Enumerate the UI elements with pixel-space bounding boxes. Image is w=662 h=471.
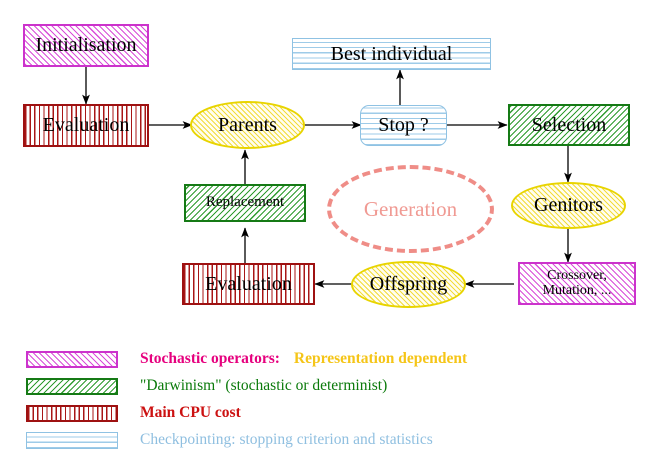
legend-row-checkpointing: Checkpointing: stopping criterion and st… — [26, 428, 636, 452]
legend-label-checkpointing: Checkpointing: stopping criterion and st… — [140, 431, 433, 448]
legend-row-stochastic-operators: Stochastic operators: Representation dep… — [26, 347, 636, 371]
legend-label-darwinism: "Darwinism" (stochastic or determinist) — [140, 377, 388, 394]
node-evaluation-top-label: Evaluation — [42, 114, 130, 136]
node-selection[interactable]: Selection — [508, 104, 630, 146]
node-best-individual[interactable]: Best individual — [292, 38, 491, 70]
legend-row-main-cpu-cost: Main CPU cost — [26, 401, 636, 425]
node-evaluation-top[interactable]: Evaluation — [23, 104, 149, 147]
node-evaluation-bottom[interactable]: Evaluation — [182, 263, 315, 305]
legend-swatch-main-cpu-cost — [26, 404, 118, 422]
node-stop[interactable]: Stop ? — [360, 105, 447, 146]
legend: Stochastic operators: Representation dep… — [26, 347, 636, 455]
legend-swatch-darwinism — [26, 377, 118, 395]
node-best-individual-label: Best individual — [330, 42, 453, 65]
node-parents-label: Parents — [218, 113, 277, 136]
node-generation: Generation — [327, 165, 494, 253]
node-genitors[interactable]: Genitors — [511, 182, 626, 229]
legend-swatch-stochastic-operators — [26, 350, 118, 368]
node-initialisation-label: Initialisation — [35, 34, 137, 56]
node-crossover-mutation-label: Crossover, Mutation, ... — [542, 267, 612, 298]
node-evaluation-bottom-label: Evaluation — [205, 272, 292, 295]
legend-label-representation-dependent: Representation dependent — [293, 350, 468, 367]
legend-swatch-checkpointing — [26, 431, 118, 449]
node-crossover-mutation[interactable]: Crossover, Mutation, ... — [518, 262, 636, 305]
node-selection-label: Selection — [531, 113, 607, 136]
node-offspring-label: Offspring — [369, 273, 448, 295]
node-genitors-label: Genitors — [534, 194, 603, 216]
node-generation-label: Generation — [363, 196, 458, 221]
node-replacement[interactable]: Replacement — [184, 184, 306, 222]
node-parents[interactable]: Parents — [190, 101, 305, 149]
node-initialisation[interactable]: Initialisation — [23, 24, 149, 67]
node-stop-label: Stop ? — [378, 114, 429, 136]
legend-label-main-cpu-cost: Main CPU cost — [140, 404, 241, 421]
legend-label-stochastic-operators: Stochastic operators: — [140, 350, 280, 367]
node-offspring[interactable]: Offspring — [351, 261, 466, 308]
legend-row-darwinism: "Darwinism" (stochastic or determinist) — [26, 374, 636, 398]
node-replacement-label: Replacement — [205, 194, 285, 211]
